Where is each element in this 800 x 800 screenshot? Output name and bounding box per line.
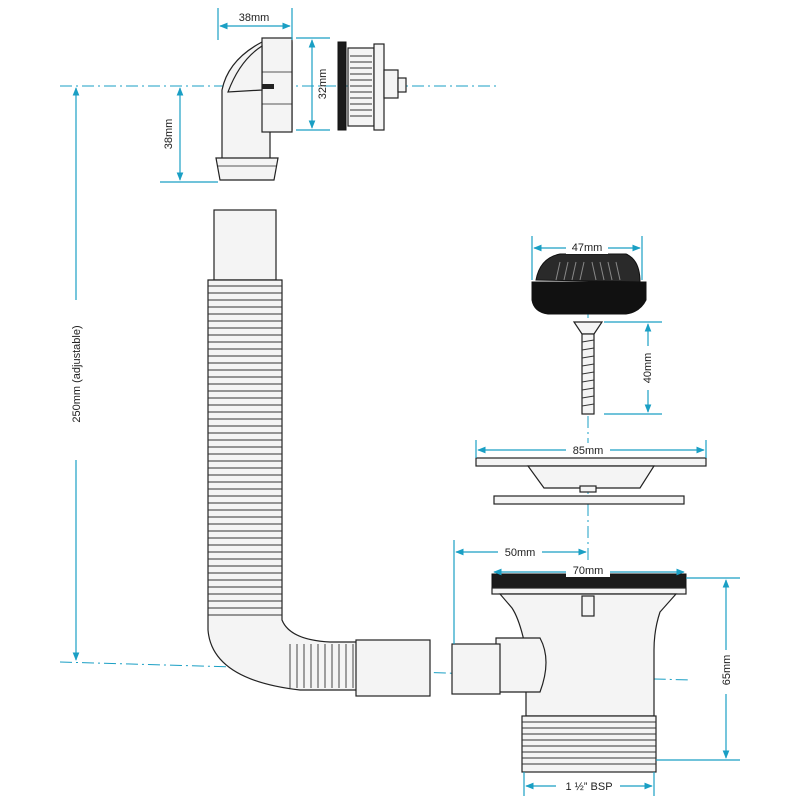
label-flange-width: 85mm — [573, 445, 604, 457]
flexible-hose — [207, 209, 431, 697]
strainer-flange — [475, 457, 707, 493]
plug-cap — [531, 253, 647, 315]
label-elbow-width: 38mm — [239, 12, 270, 24]
label-cap-width: 47mm — [572, 242, 603, 254]
label-thread: 1 ½” BSP — [565, 781, 612, 793]
label-elbow-drop: 38mm — [163, 119, 175, 150]
label-body-height: 65mm — [721, 655, 733, 686]
label-outlet-offset: 50mm — [505, 547, 536, 559]
dimension-labels: 38mm 32mm 38mm 250mm (adjustable) 47mm 4… — [70, 10, 734, 793]
label-elbow-height: 32mm — [317, 69, 329, 100]
label-screw-length: 40mm — [642, 353, 654, 384]
waste-body — [451, 573, 687, 773]
label-hose-length: 250mm (adjustable) — [71, 325, 83, 422]
elbow-connector — [215, 37, 293, 181]
label-body-width: 70mm — [573, 565, 604, 577]
strainer-plug — [337, 41, 407, 131]
washer — [493, 495, 685, 505]
screw — [572, 321, 604, 415]
